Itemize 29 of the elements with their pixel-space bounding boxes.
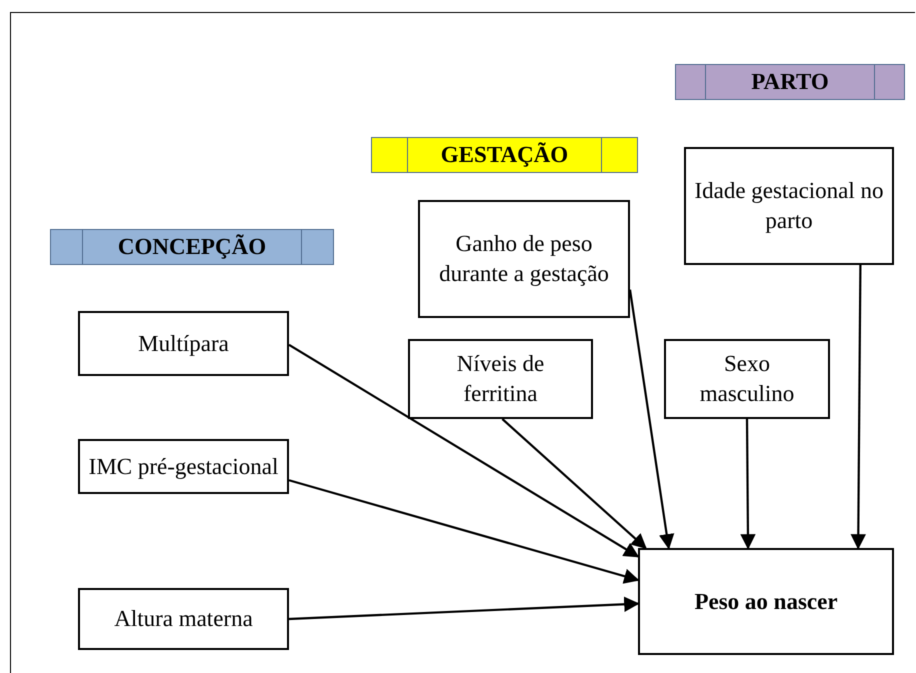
factor-box (408, 339, 593, 419)
phase-band (371, 137, 638, 173)
factor-label: Sexo masculino (698, 350, 796, 408)
outcome-label: Peso ao nascer (694, 588, 838, 616)
arrow (288, 596, 640, 620)
phase-title: GESTAÇÃO (440, 142, 568, 168)
outcome-box (638, 548, 894, 655)
factor-box (684, 147, 894, 265)
factor-box (78, 588, 289, 650)
arrow (740, 419, 756, 550)
factor-label: Ganho de peso durante a gestação (438, 230, 610, 288)
factor-box (78, 439, 289, 494)
arrow (628, 290, 674, 550)
factor-label: IMC pré-gestacional (88, 452, 278, 481)
arrow (502, 418, 647, 550)
arrow (850, 265, 866, 550)
factor-label: Altura materna (114, 605, 253, 634)
factor-label: Níveis de ferritina (456, 350, 546, 408)
factor-box (78, 311, 289, 376)
phase-band (50, 229, 334, 265)
factor-box (664, 339, 830, 419)
arrow (288, 479, 640, 584)
factor-label: Multípara (138, 330, 229, 358)
arrow (288, 344, 640, 558)
factor-box (418, 200, 630, 318)
phase-title: CONCEPÇÃO (118, 234, 266, 260)
phase-band (675, 64, 905, 100)
factor-label: Idade gestacional no parto (694, 177, 884, 235)
phase-title: PARTO (751, 69, 829, 95)
